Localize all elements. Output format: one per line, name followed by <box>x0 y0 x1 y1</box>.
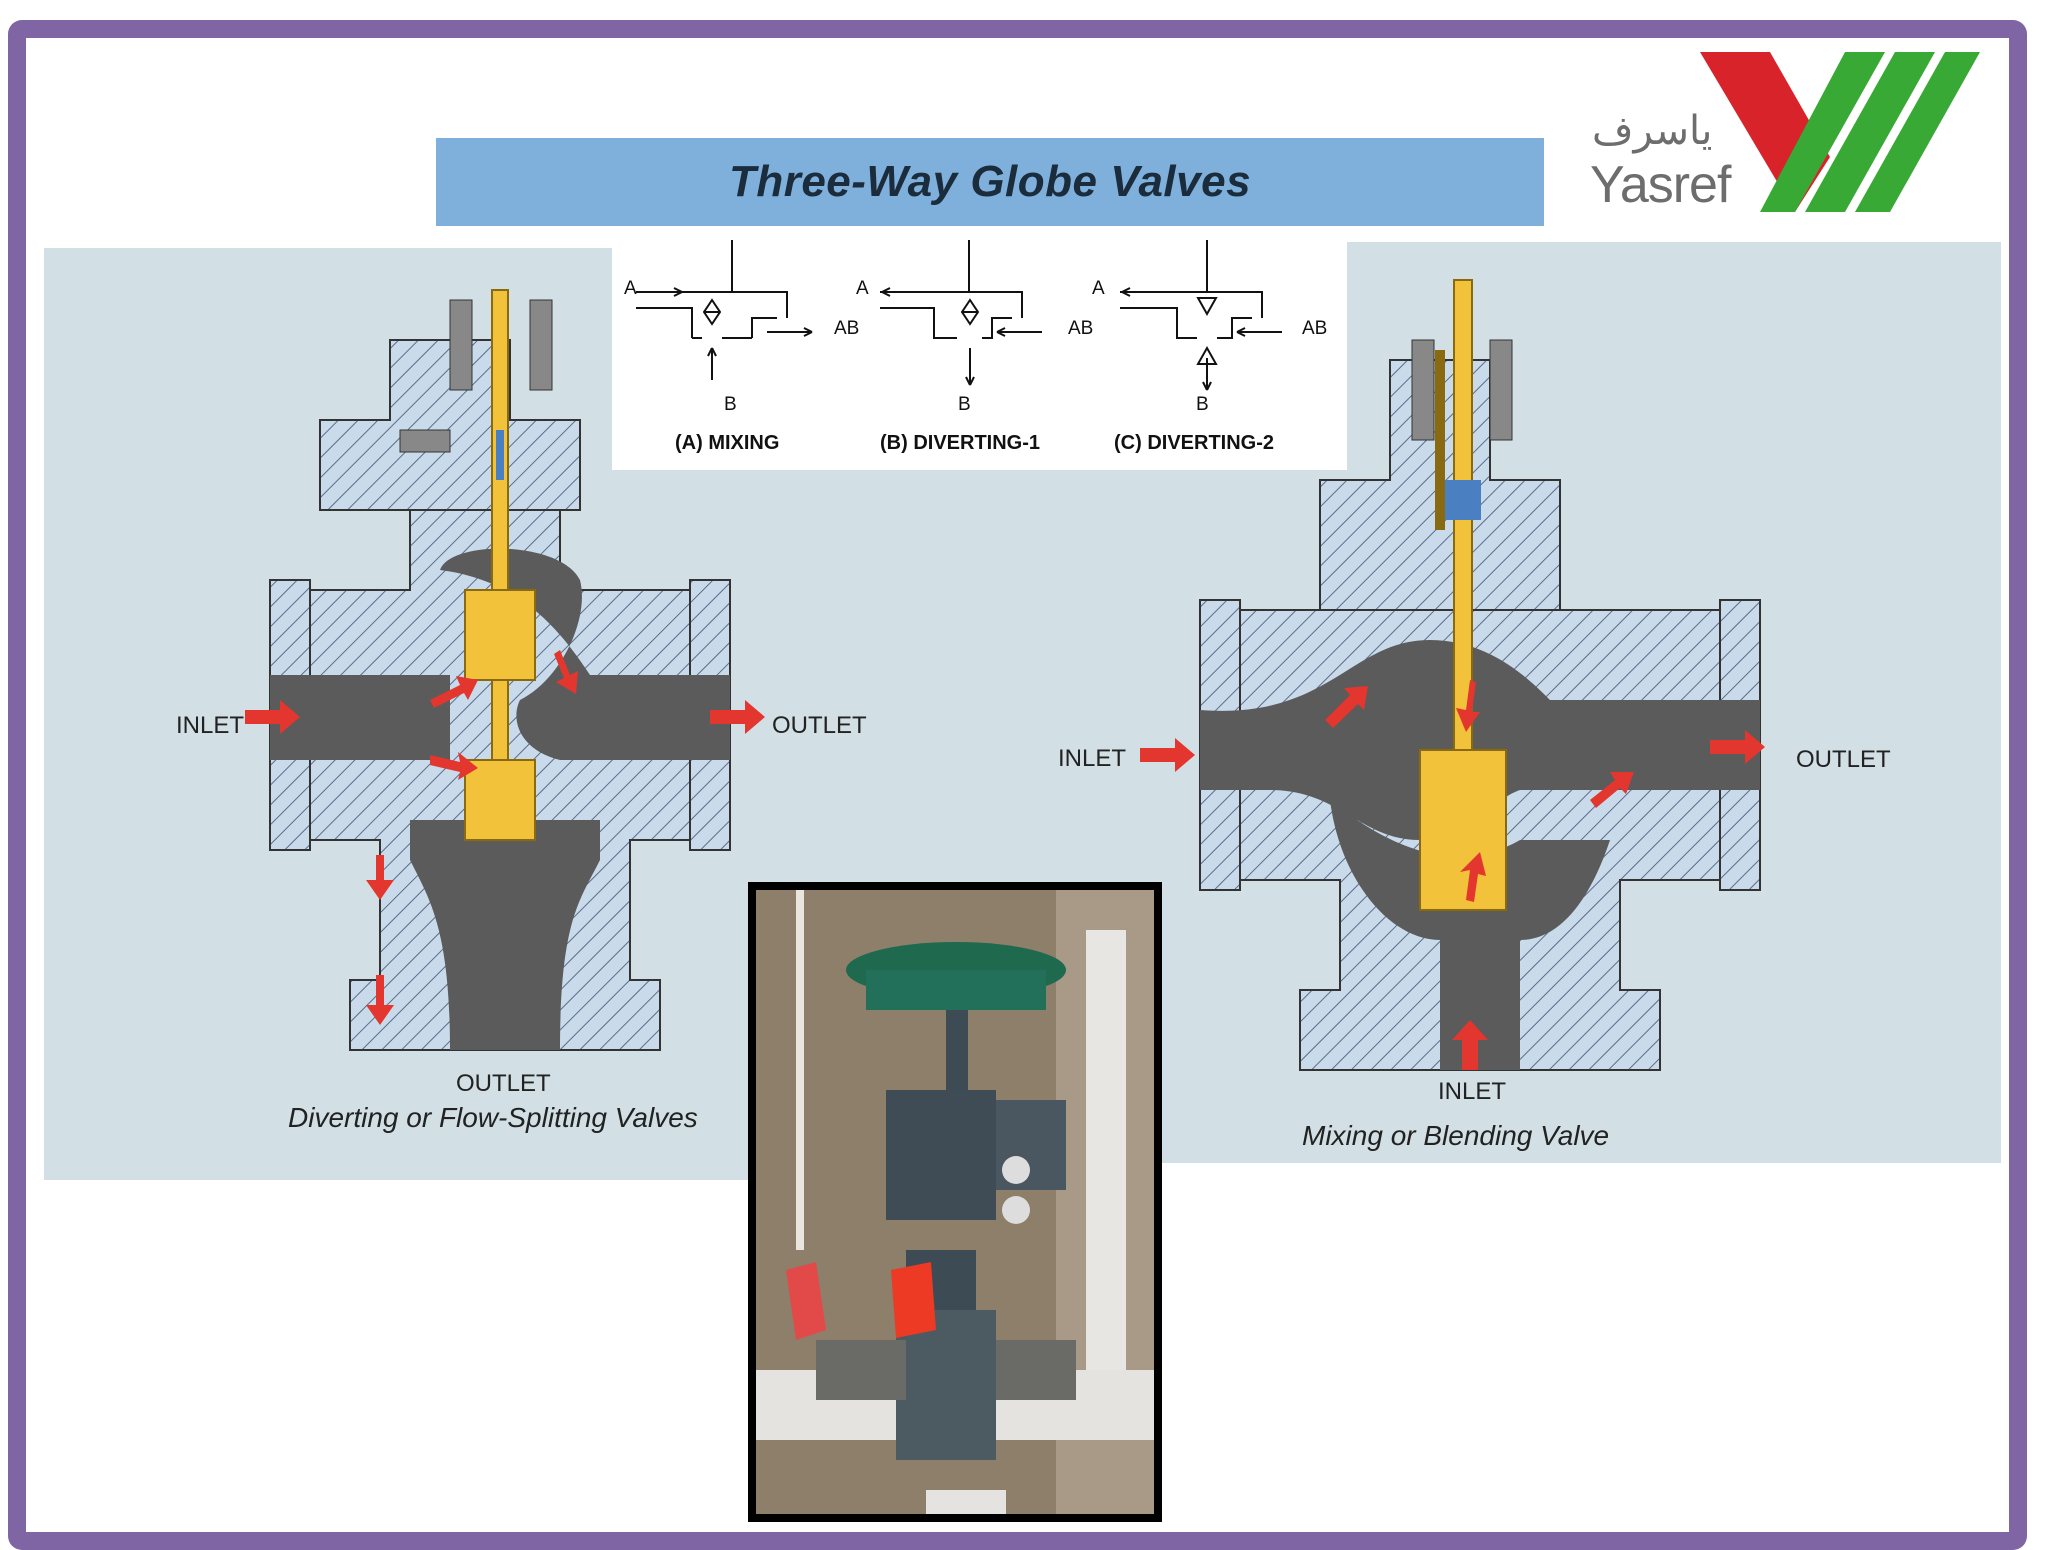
valve-symbols-box <box>612 240 1347 470</box>
logo-latin-text: Yasref <box>1590 156 1731 214</box>
symbol-caption-diverting-1: (B) DIVERTING-1 <box>880 432 1040 454</box>
left-diagram-caption: Diverting or Flow-Splitting Valves <box>288 1102 698 1133</box>
title-banner: Three-Way Globe Valves <box>436 138 1544 226</box>
symbol-caption-diverting-2: (C) DIVERTING-2 <box>1114 432 1274 454</box>
valve-photo <box>748 882 1162 1522</box>
left-outlet-bottom-label: OUTLET <box>456 1070 551 1097</box>
left-inlet-label: INLET <box>176 712 245 739</box>
right-inlet-left-label: INLET <box>1058 745 1127 772</box>
symbol-a-port-a: A <box>624 278 637 299</box>
valve-symbol-lines <box>636 240 1282 391</box>
right-diagram-caption: Mixing or Blending Valve <box>1302 1120 1610 1151</box>
symbol-b-port-a: A <box>856 278 869 299</box>
symbol-b-port-ab: AB <box>1068 318 1094 339</box>
slide-title: Three-Way Globe Valves <box>728 157 1252 206</box>
symbol-c-port-ab: AB <box>1302 318 1328 339</box>
left-outlet-right-label: OUTLET <box>772 712 867 739</box>
symbol-c-port-b: B <box>1196 394 1209 415</box>
logo-arabic-text: ياسرف <box>1592 108 1713 154</box>
logo-mark-icon <box>1700 52 1980 212</box>
symbol-a-port-ab: AB <box>834 318 860 339</box>
symbol-c-port-a: A <box>1092 278 1105 299</box>
symbol-a-port-b: B <box>724 394 737 415</box>
mixing-valve-cross-section <box>1140 279 1765 1071</box>
right-outlet-label: OUTLET <box>1796 746 1891 773</box>
valve-photo-drawing <box>756 890 1154 1514</box>
symbol-b-port-b: B <box>958 394 971 415</box>
symbol-caption-mixing: (A) MIXING <box>675 432 780 454</box>
diverting-valve-cross-section <box>245 289 765 1051</box>
right-inlet-bottom-label: INLET <box>1438 1078 1507 1105</box>
